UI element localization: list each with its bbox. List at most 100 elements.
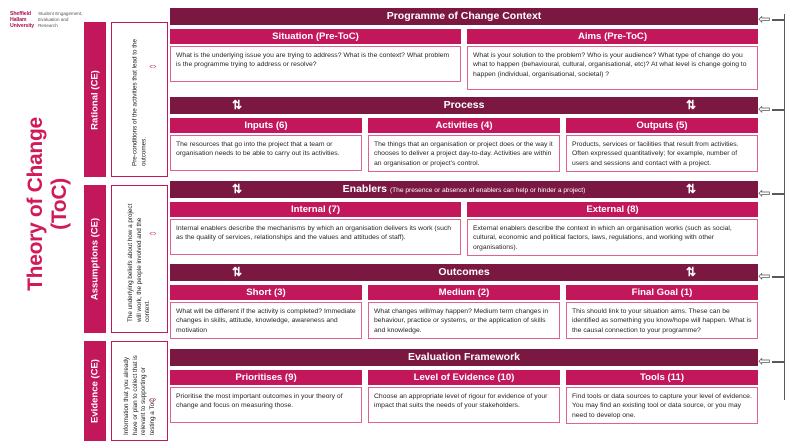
column-title-situation: Situation (Pre-ToC) (170, 29, 461, 44)
band-columns: Inputs (6) The resources that go into th… (170, 118, 758, 172)
loop-horizontal-line-5 (772, 361, 785, 363)
column-body-inputs: The resources that go into the project t… (170, 135, 362, 171)
column-medium: Medium (2) What changes will/may happen?… (368, 285, 560, 339)
category-rational-label: Rational (CE) (84, 22, 106, 177)
dual-arrow-icon-process-left: ⇅ (232, 98, 243, 112)
band-header-programme-of-change-context: Programme of Change Context (170, 8, 758, 25)
column-activities: Activities (4) The things that an organi… (368, 118, 560, 172)
logo-institution-name: Sheffield Hallam University (10, 11, 34, 30)
horizontal-dual-arrow-icon-2: ⇔ (147, 227, 159, 239)
column-body-activities: The things that an organisation or proje… (368, 135, 560, 172)
bands-container: Programme of Change Context Situation (P… (170, 0, 770, 444)
horizontal-dual-arrow-icon-1: ⇔ (147, 60, 159, 72)
column-prioritises: Prioritises (9) Prioritise the most impo… (170, 370, 362, 424)
column-internal: Internal (7) Internal enablers describe … (170, 202, 461, 256)
band-process: ⇅ Process ⇅ Inputs (6) The resources tha… (170, 97, 758, 172)
column-title-level-of-evidence: Level of Evidence (10) (368, 370, 560, 385)
page-title: Theory of Change (ToC) (24, 94, 72, 314)
logo-line-2: Hallam (10, 17, 27, 24)
band-evaluation-framework: Evaluation Framework Prioritises (9) Pri… (170, 349, 758, 424)
band-header-evaluation-framework: Evaluation Framework (170, 349, 758, 366)
category-assumptions: Assumptions (CE) The underlying beliefs … (84, 185, 168, 333)
band-title: Process (443, 99, 485, 111)
logo-line-1: Sheffield (10, 11, 32, 17)
dual-arrow-icon-outcomes-right: ⇅ (685, 265, 696, 279)
band-title: Programme of Change Context (386, 10, 542, 22)
logo-dept-line-1: Student Engagement, (38, 11, 83, 16)
left-arrow-icon-3: ⇦ (758, 185, 771, 202)
column-title-internal: Internal (7) (170, 202, 461, 217)
column-title-medium: Medium (2) (368, 285, 560, 300)
column-title-tools: Tools (11) (566, 370, 758, 385)
logo-line-3: University (10, 23, 35, 30)
category-evidence-description: Information that you already have or pla… (111, 341, 168, 441)
band-header-outcomes: ⇅ Outcomes ⇅ (170, 264, 758, 281)
band-columns: Prioritises (9) Prioritise the most impo… (170, 370, 758, 424)
column-body-internal: Internal enablers describe the mechanism… (170, 219, 461, 255)
loop-horizontal-line-3 (772, 193, 785, 195)
university-logo: Sheffield Hallam University Student Enga… (10, 11, 83, 30)
category-evidence-label: Evidence (CE) (84, 341, 106, 441)
dual-arrow-icon-enablers-right: ⇅ (685, 182, 696, 196)
column-title-outputs: Outputs (5) (566, 118, 758, 133)
column-body-prioritises: Prioritise the most important outcomes i… (170, 387, 362, 423)
category-assumptions-description: The underlying beliefs about how a proje… (111, 185, 168, 333)
column-external: External (8) External enablers describe … (467, 202, 758, 256)
column-body-situation: What is the underlying issue you are try… (170, 46, 461, 82)
page-title-line-2: (ToC) (48, 178, 71, 230)
band-columns: Situation (Pre-ToC) What is the underlyi… (170, 29, 758, 90)
loop-horizontal-line-1 (772, 19, 785, 21)
column-body-medium: What changes will/may happen? Medium ter… (368, 302, 560, 339)
loop-horizontal-line-2 (772, 109, 785, 111)
column-body-short: What will be different if the activity i… (170, 302, 362, 339)
left-arrow-icon-1: ⇦ (758, 11, 771, 28)
column-situation: Situation (Pre-ToC) What is the underlyi… (170, 29, 461, 90)
column-body-tools: Find tools or data sources to capture yo… (566, 387, 758, 424)
left-arrow-icon-4: ⇦ (758, 268, 771, 285)
loop-horizontal-line-4 (772, 276, 785, 278)
dual-arrow-icon-enablers-left: ⇅ (232, 182, 243, 196)
column-aims: Aims (Pre-ToC) What is your solution to … (467, 29, 758, 90)
column-body-outputs: Products, services or facilities that re… (566, 135, 758, 172)
column-title-activities: Activities (4) (368, 118, 560, 133)
category-evidence: Evidence (CE) Information that you alrea… (84, 341, 168, 441)
dual-arrow-icon-outcomes-left: ⇅ (232, 265, 243, 279)
page-title-line-1: Theory of Change (24, 117, 47, 291)
category-band: Rational (CE) Pre-conditions of the acti… (84, 0, 168, 444)
logo-department-name: Student Engagement, Evaluation and Resea… (38, 11, 82, 30)
band-enablers: ⇅ Enablers (The presence or absence of e… (170, 181, 758, 256)
column-title-external: External (8) (467, 202, 758, 217)
column-title-final-goal: Final Goal (1) (566, 285, 758, 300)
band-programme-of-change-context: Programme of Change Context Situation (P… (170, 8, 758, 90)
loop-vertical-line (783, 14, 785, 400)
band-title: Evaluation Framework (407, 351, 521, 363)
band-columns: Short (3) What will be different if the … (170, 285, 758, 339)
left-arrow-icon-5: ⇦ (758, 353, 771, 370)
column-level-of-evidence: Level of Evidence (10) Choose an appropr… (368, 370, 560, 424)
column-title-aims: Aims (Pre-ToC) (467, 29, 758, 44)
horizontal-dual-arrow-icon-3: ⇔ (147, 393, 159, 405)
column-title-prioritises: Prioritises (9) (170, 370, 362, 385)
column-final-goal: Final Goal (1) This should link to your … (566, 285, 758, 339)
logo-dept-line-3: Research (38, 23, 58, 29)
column-short: Short (3) What will be different if the … (170, 285, 362, 339)
column-title-short: Short (3) (170, 285, 362, 300)
band-header-process: ⇅ Process ⇅ (170, 97, 758, 114)
band-outcomes: ⇅ Outcomes ⇅ Short (3) What will be diff… (170, 264, 758, 339)
column-tools: Tools (11) Find tools or data sources to… (566, 370, 758, 424)
feedback-loop-bracket: ⇦ ⇦ ⇦ ⇦ ⇦ (758, 11, 786, 400)
logo-dept-line-2: Evaluation and (38, 17, 69, 23)
category-rational-description: Pre-conditions of the activities that le… (111, 22, 168, 177)
band-subtitle: (The presence or absence of enablers can… (389, 187, 586, 194)
column-body-external: External enablers describe the context i… (467, 219, 758, 256)
band-columns: Internal (7) Internal enablers describe … (170, 202, 758, 256)
band-header-enablers: ⇅ Enablers (The presence or absence of e… (170, 181, 758, 198)
band-title: Outcomes (438, 266, 490, 278)
column-body-level-of-evidence: Choose an appropriate level of rigour fo… (368, 387, 560, 423)
left-arrow-icon-2: ⇦ (758, 101, 771, 118)
dual-arrow-icon-process-right: ⇅ (685, 98, 696, 112)
column-outputs: Outputs (5) Products, services or facili… (566, 118, 758, 172)
category-assumptions-label: Assumptions (CE) (84, 185, 106, 333)
band-title: Enablers (342, 183, 388, 195)
